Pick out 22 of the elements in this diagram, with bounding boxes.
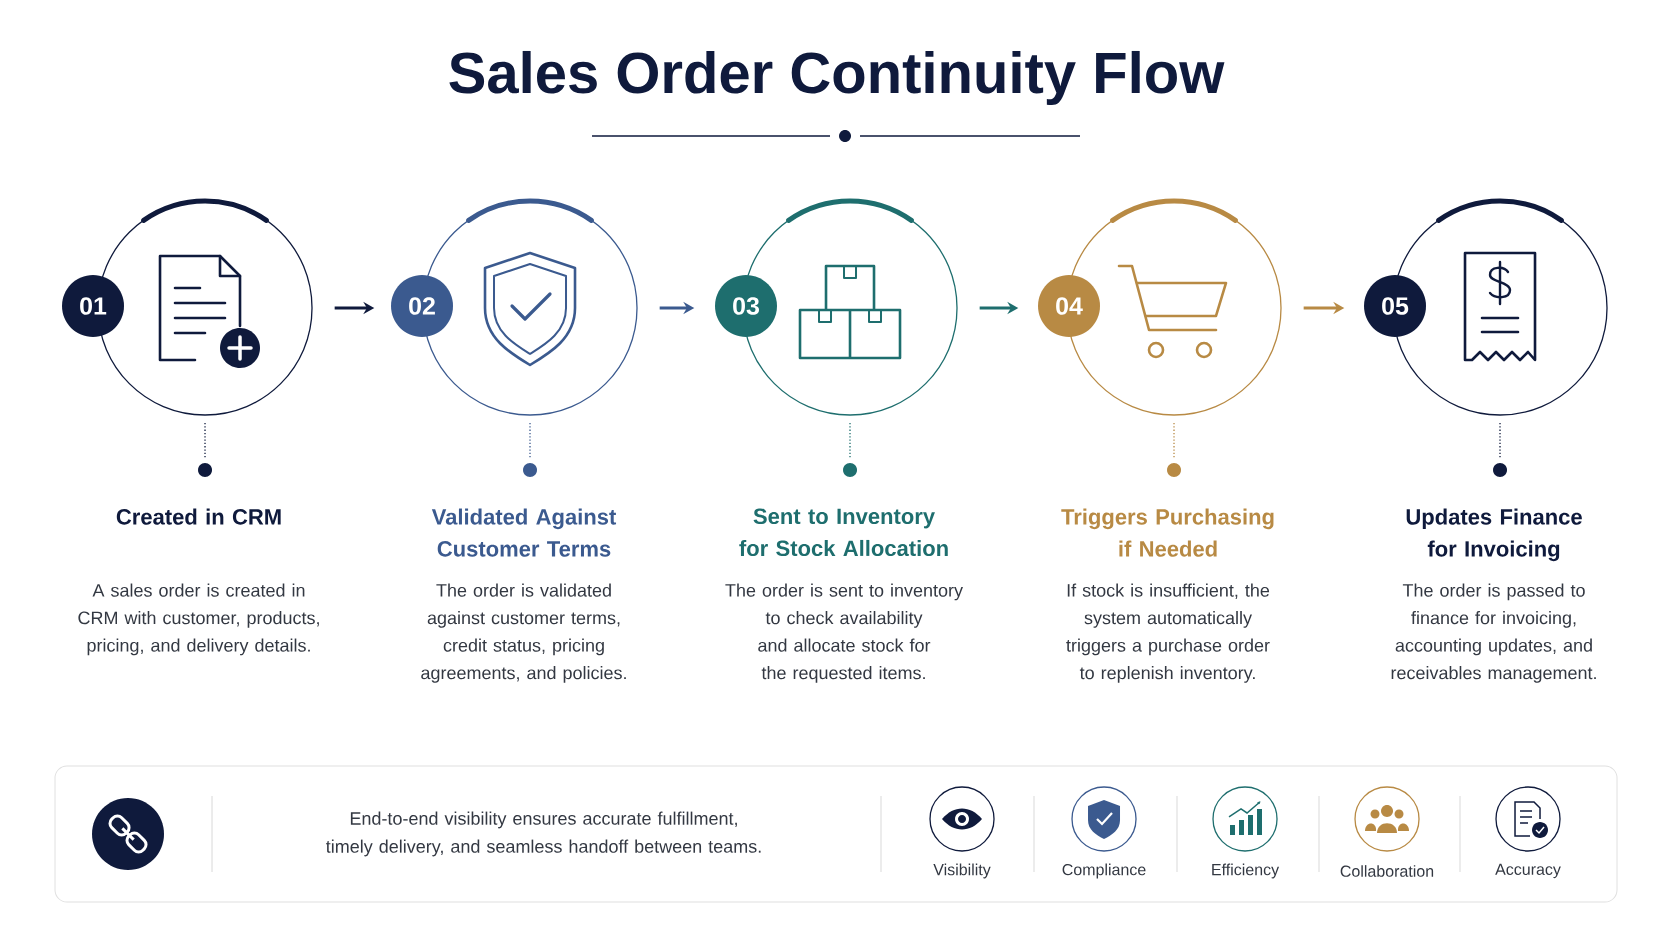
icon-caption: Visibility: [933, 863, 991, 879]
icon-caption: Compliance: [1062, 863, 1146, 879]
summary-text: End-to-end visibility ensures accurate fulfillment, timely delivery, and seamless handoff between teams.: [326, 811, 761, 857]
step-heading: Updates Finance for Invoicing: [1406, 508, 1582, 562]
step-description: The order is validated against customer terms, credit status, pricing agreements, and policies.: [421, 583, 626, 683]
icon-caption: Collaboration: [1340, 865, 1434, 877]
step-heading: Validated Against Customer Terms: [431, 508, 617, 557]
step-description: The order is passed to finance for invoicing, accounting updates, and receivables management.: [1391, 583, 1596, 683]
step-heading: Created in CRM: [116, 508, 281, 525]
number-badge: 05: [1364, 275, 1426, 337]
number-badge: 01: [62, 275, 124, 337]
step-description: A sales order is created in CRM with customer, products, pricing, and delivery details.: [78, 583, 319, 656]
step-heading: Sent to Inventory for Stock Allocation: [739, 508, 948, 557]
number-badge: 04: [1038, 275, 1100, 337]
step-description: If stock is insufficient, the system automatically triggers a purchase order to replenish inventory.: [1066, 583, 1270, 683]
title: Sales Order Continuity Flow: [449, 50, 1225, 105]
icon-caption: Accuracy: [1495, 863, 1561, 879]
step-description: The order is sent to inventory to check availability and allocate stock for the requested items.: [725, 583, 963, 683]
number-badge: 02: [391, 275, 453, 337]
icon-caption: Efficiency: [1212, 863, 1280, 879]
number-badge: 03: [715, 275, 777, 337]
step-heading: Triggers Purchasing if Needed: [1061, 508, 1274, 557]
